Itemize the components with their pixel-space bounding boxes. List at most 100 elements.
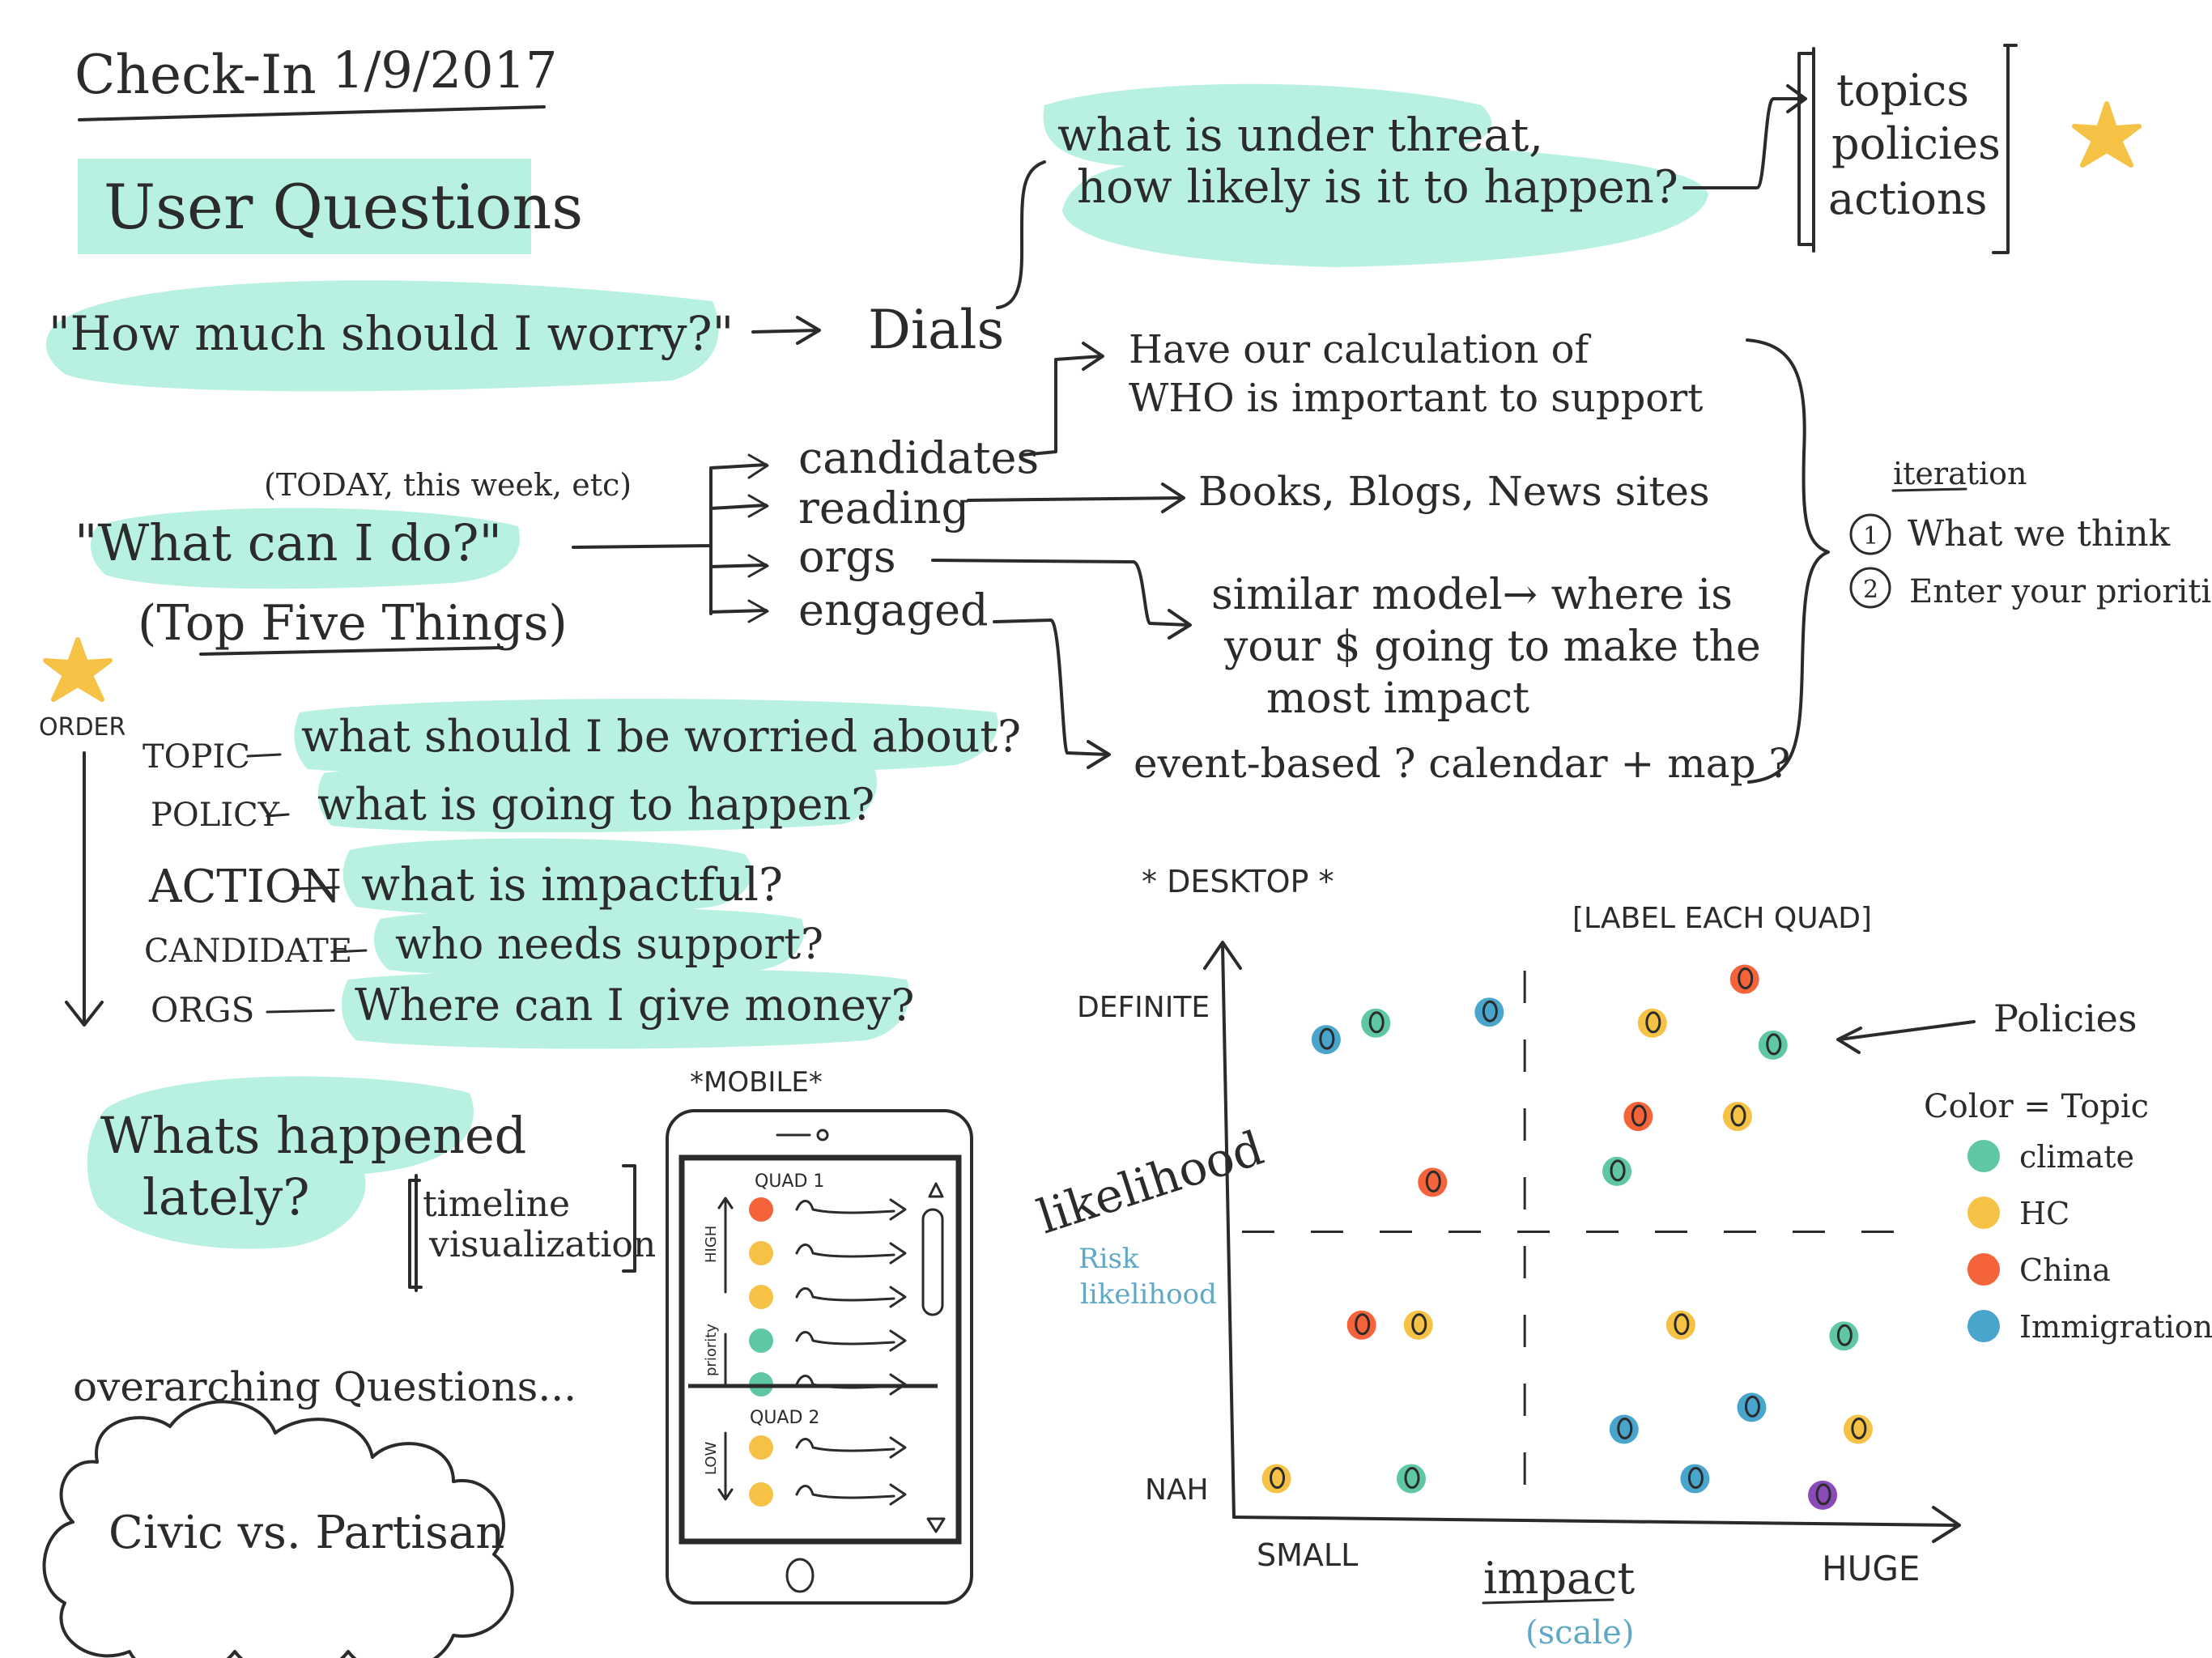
phone-home-button [785,1558,815,1593]
lately-section: Whats happened lately? timeline visualiz… [87,1076,656,1292]
quad1-list [749,1197,907,1397]
topic-dot [749,1241,773,1265]
mobile-axis-priority: priority [703,1324,720,1376]
row-placeholder-line [795,1244,895,1258]
chevron-right-icon [889,1436,907,1459]
bracket-actions: actions [1828,173,1987,224]
order-dash [291,886,340,891]
overarching-title: overarching Questions... [73,1363,576,1410]
top-five-things: (Top Five Things) [138,595,568,652]
header: Check-In 1/9/2017 [74,40,557,121]
point-scribble [1744,1395,1760,1418]
data-point-immigration [1609,1414,1639,1444]
orgs-target-1: similar model→ where is [1211,571,1733,619]
scrollbar-thumb[interactable] [921,1208,944,1316]
star-icon [2072,101,2142,168]
engaged-target: event-based ? calendar + map ? [1134,740,1790,787]
civic-cloud [42,1400,514,1658]
point-scribble [1482,1000,1498,1022]
desktop-section: * DESKTOP * [LABEL EACH QUAD] DEFINITE N… [1031,864,2212,1652]
phone-screen [678,1154,962,1545]
data-point-hc [1403,1310,1433,1340]
phone-camera [816,1129,829,1141]
dials-connector [996,160,1046,309]
orgs-target-2: your $ going to make the [1223,623,1761,671]
point-dot [1311,1025,1341,1055]
lately-line-2: lately? [143,1167,310,1226]
engaged-arrow [993,619,1111,769]
point-dot [1361,1008,1391,1038]
quadrant-dividers [1242,944,1927,1485]
point-dot [1729,964,1759,994]
can-do-highlight [90,508,520,589]
branch-candidates: candidates [798,432,1039,483]
what-can-i-do-section: (TODAY, this week, etc) "What can I do?"… [74,327,2212,787]
user-questions-heading: User Questions [104,171,583,243]
candidates-target-2: WHO is important to support [1129,376,1703,421]
point-dot [1602,1156,1632,1186]
row-placeholder-line [795,1200,895,1214]
quad2-row[interactable] [749,1435,907,1460]
x-note: (scale) [1525,1614,1634,1652]
branch-arrowheads [747,453,769,623]
y-tick-definite: DEFINITE [1077,991,1210,1024]
order-key-policy: POLICY [151,797,280,834]
point-scribble [1674,1313,1690,1336]
timeline-bracket [408,1164,636,1292]
iteration-num-1: 1 [1863,522,1878,551]
data-point-hc [1843,1414,1873,1444]
scroll-up-icon [928,1182,944,1198]
quad2-row[interactable] [749,1482,907,1507]
point-scribble [1687,1467,1704,1490]
order-key-candidate: CANDIDATE [144,933,352,970]
heading-highlight [78,159,531,254]
point-dot [1843,1414,1873,1444]
quad1-row[interactable] [749,1329,907,1353]
chart-points [1261,964,1873,1510]
orgs-target-3: most impact [1266,674,1529,723]
quad1-row[interactable] [749,1241,907,1265]
chevron-right-icon [889,1286,907,1308]
phone-frame [666,1109,973,1605]
quad1-row[interactable] [749,1285,907,1309]
topic-dot [749,1435,773,1460]
point-dot [1758,1030,1788,1060]
topic-dot [749,1285,773,1309]
point-dot [1474,997,1504,1027]
order-section: ORDER TOPIC what should I be worried abo… [39,637,1021,1049]
iteration-item-1: What we think [1908,513,2171,555]
bracket-policies: policies [1831,118,2001,169]
point-dot [1737,1392,1767,1422]
point-scribble [1411,1313,1427,1336]
point-scribble [1815,1483,1831,1506]
header-date: 1/9/2017 [332,40,557,100]
x-axis [1232,1506,1961,1543]
legend-item-climate: climate [1967,1139,2134,1175]
bracket-topics: topics [1836,65,1969,116]
y-note-1: Risk [1078,1243,1139,1275]
data-point-immigration [1311,1025,1341,1055]
data-point-other [1808,1480,1838,1510]
mobile-title: *MOBILE* [690,1066,823,1099]
data-point-immigration [1680,1464,1710,1494]
policies-arrow [1836,1020,1976,1054]
mobile-axis-high: HIGH [703,1226,720,1263]
quad1-row[interactable] [749,1197,907,1222]
data-point-china [1623,1102,1653,1132]
point-scribble [1631,1104,1647,1127]
x-tick-huge: HUGE [1822,1549,1920,1588]
chevron-right-icon [889,1483,907,1506]
reading-arrow [967,483,1185,513]
legend-item-hc: HC [1967,1196,2069,1231]
can-do-question: "What can I do?" [74,513,502,572]
topic-dot [749,1329,773,1353]
point-dot [1609,1414,1639,1444]
branch-connector [572,463,768,615]
desktop-title: * DESKTOP * [1142,864,1334,899]
legend-swatch [1967,1310,2000,1342]
point-dot [1418,1167,1448,1197]
cloud-text: Civic vs. Partisan [108,1507,504,1559]
order-key-topic: TOPIC [143,738,250,776]
policies-label: Policies [1993,997,2138,1040]
